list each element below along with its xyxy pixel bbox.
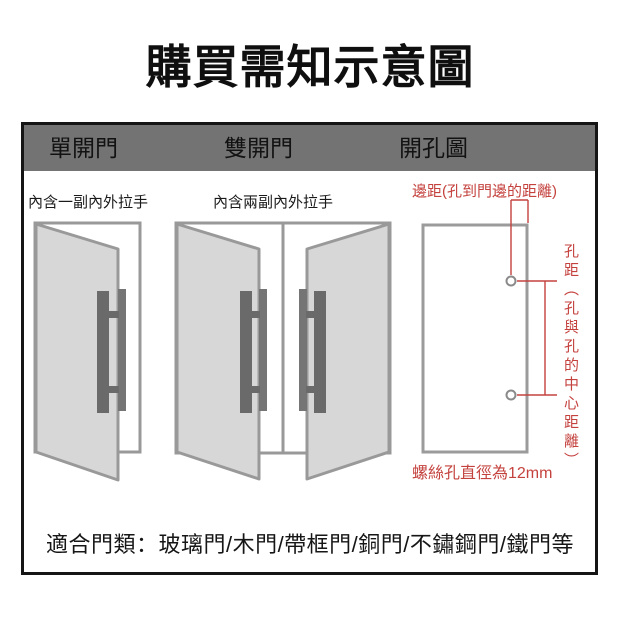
hole-distance-label: 孔距（孔與孔的中心距離） xyxy=(562,243,579,471)
suitable-door-types-note: 適合門類：玻璃門/木門/帶框門/銅門/不鏽鋼門/鐵門等 xyxy=(45,532,575,557)
edge-distance-label: 邊距(孔到門邊的距離) xyxy=(412,183,557,200)
header-label-hole-diagram: 開孔圖 xyxy=(399,135,468,161)
double-door-note: 內含兩副內外拉手 xyxy=(213,194,334,211)
screw-hole-diameter-label: 螺絲孔直徑為12mm xyxy=(412,465,553,482)
header-label-single-door: 單開門 xyxy=(49,135,118,161)
page-title: 購買需知示意圖 xyxy=(145,41,475,93)
single-door-note: 內含一副內外拉手 xyxy=(28,194,149,211)
header-label-double-door: 雙開門 xyxy=(224,135,293,161)
panel-header: 單開門 雙開門 開孔圖 xyxy=(24,125,595,171)
